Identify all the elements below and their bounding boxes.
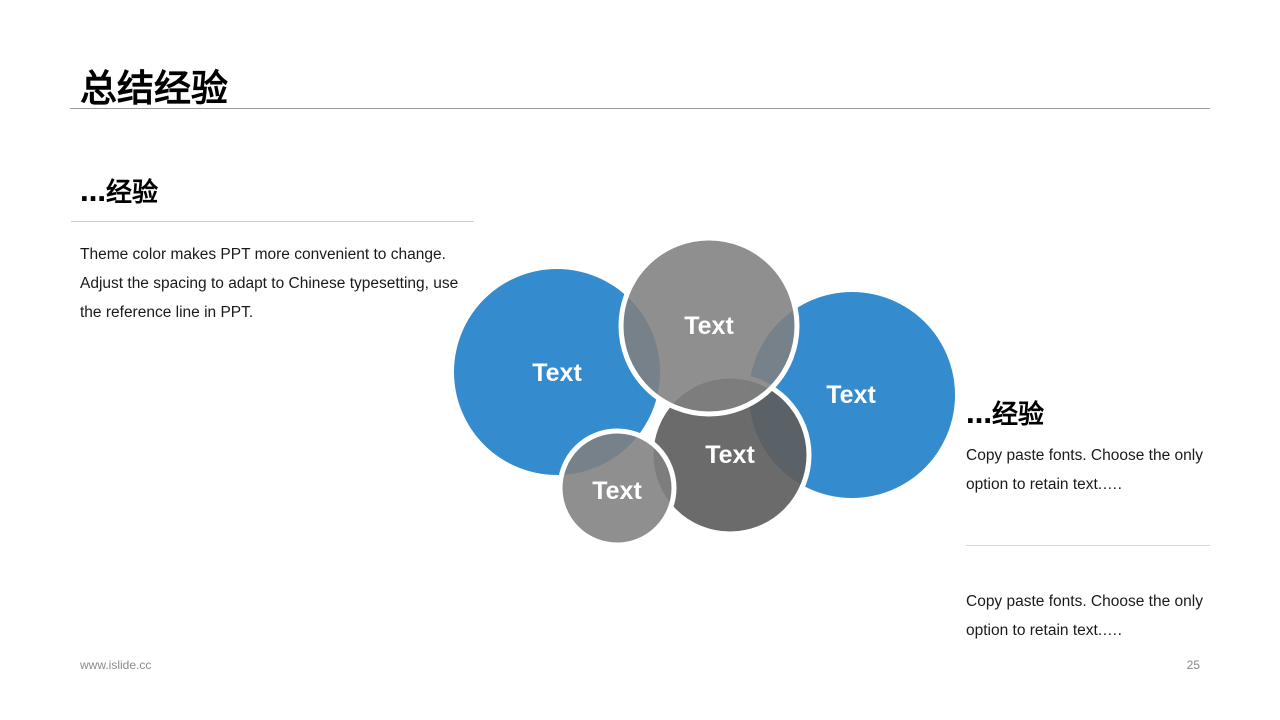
right-section-divider bbox=[966, 545, 1210, 546]
left-section-heading: …经验 bbox=[80, 178, 159, 208]
circle-label-blue-right: Text bbox=[826, 381, 876, 409]
circle-label-gray-top: Text bbox=[684, 312, 734, 340]
circle-label-blue-left: Text bbox=[532, 359, 582, 387]
circle-gray-top bbox=[618, 235, 800, 417]
right-section-body-1: Copy paste fonts. Choose the only option… bbox=[966, 447, 1203, 493]
right-section-heading: …经验 bbox=[966, 400, 1045, 430]
circle-gray-small bbox=[557, 428, 677, 548]
right-section-body-2: Copy paste fonts. Choose the only option… bbox=[966, 593, 1203, 639]
page-number: 25 bbox=[1186, 658, 1200, 672]
title-divider bbox=[70, 108, 1210, 109]
footer-url: www.islide.cc bbox=[80, 658, 152, 672]
circle-label-dark-center: Text bbox=[705, 441, 755, 469]
page-title: 总结经验 bbox=[80, 67, 228, 110]
circle-label-gray-small: Text bbox=[592, 477, 642, 505]
circle-blue-left bbox=[454, 269, 660, 475]
left-section-divider bbox=[71, 221, 474, 222]
left-section-body: Theme color makes PPT more convenient to… bbox=[80, 246, 459, 321]
